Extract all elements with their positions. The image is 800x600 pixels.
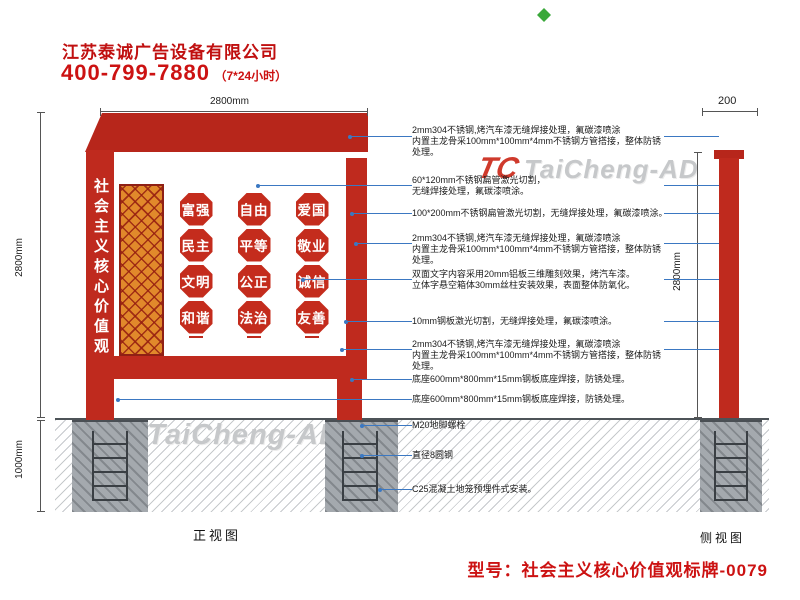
sign-top-beam [85,113,368,152]
decorative-lattice-panel [119,184,164,356]
leader-line [350,377,412,382]
anchor-bolt-cage [92,431,128,501]
value-badge-label: 爱国 [295,192,329,226]
side-view-label: 侧视图 [700,531,746,545]
dimension-line-top-width [100,107,368,116]
value-badge-octagon: 富强 [177,190,215,228]
value-badge-octagon: 和谐 [177,298,215,336]
dimension-line-side-height [693,152,702,418]
leader-line [664,321,719,322]
leader-line [256,183,412,188]
model-number: 型号：社会主义核心价值观标牌-0079 [467,561,768,580]
watermark-text: TaiCheng-AD [147,419,341,451]
value-badge-label: 民主 [179,228,213,262]
leader-line [664,213,719,214]
leader-line [664,279,719,280]
dim-side-height-label: 2800mm [672,252,683,291]
leader-line [664,136,719,137]
company-name: 江苏泰诚广告设备有限公司 [62,43,278,62]
value-badge-octagon: 诚信 [293,262,331,300]
leader-line [301,277,412,282]
value-badge-label: 文明 [179,264,213,298]
value-badge-octagon: 自由 [235,190,273,228]
watermark-center: TC TaiCheng-AD [475,152,699,186]
annotation-text: 10mm钢板激光切割，无缝焊接处理，氟碳漆喷涂。 [412,316,618,326]
dim-front-height-label: 2800mm [14,238,25,277]
dim-foundation-depth-label: 1000mm [14,440,25,479]
value-badge-label: 和谐 [179,300,213,334]
ground-hatch [55,420,769,512]
value-badge-label: 法治 [237,300,271,334]
ground-line [55,418,769,420]
dimension-line-foundation-depth [36,420,45,512]
value-badge-octagon: 法治 [235,298,273,336]
value-badge-label: 平等 [237,228,271,262]
leader-line [340,347,412,352]
contact-row: 400-799-7880 （7*24小时） [61,60,287,86]
value-badge-label: 友善 [295,300,329,334]
leader-line [344,319,412,324]
annotation-text: C25混凝土地笼预埋件式安装。 [412,484,537,494]
annotation-text: 底座600mm*800mm*15mm钢板底座焊接，防锈处理。 [412,394,631,404]
service-hours: （7*24小时） [214,69,288,83]
value-badge-octagon: 敬业 [293,226,331,264]
leader-line [664,243,719,244]
phone-number: 400-799-7880 [61,60,211,85]
leader-line [664,185,719,186]
value-badge-octagon: 公正 [235,262,273,300]
value-badge-octagon: 友善 [293,298,331,336]
annotation-text: M20地脚螺栓 [412,420,466,430]
leader-line [378,487,412,492]
leader-line [360,423,412,428]
value-badge-octagon: 爱国 [293,190,331,228]
leader-line [664,349,719,350]
value-badge-octagon: 民主 [177,226,215,264]
value-badge-label: 富强 [179,192,213,226]
dim-side-width-label: 200 [718,95,737,107]
watermark-text: TaiCheng-AD [524,153,699,184]
side-pole [719,158,739,418]
annotation-text: 60*120mm不锈钢扁管激光切割， 无缝焊接处理，氟碳漆喷涂。 [412,175,546,196]
sign-right-leg [337,379,362,421]
dimension-line-front-height [36,112,45,418]
annotation-text: 2mm304不锈钢,烤汽车漆无缝焊接处理，氟碳漆喷涂 内置主龙骨采100mm*1… [412,233,662,265]
annotation-text: 底座600mm*800mm*15mm钢板底座焊接，防锈处理。 [412,374,631,384]
front-view-label: 正视图 [193,528,242,543]
side-pole-cap [714,150,744,159]
value-badge-octagon: 平等 [235,226,273,264]
annotation-text: 100*200mm不锈钢扁管激光切割，无缝焊接处理，氟碳漆喷涂。 [412,208,668,218]
green-mark-icon [537,8,551,22]
leader-line [348,134,412,139]
value-badge-octagon: 文明 [177,262,215,300]
leader-line [354,241,412,246]
annotation-text: 直径8圆钢 [412,450,454,460]
value-badge-label: 敬业 [295,228,329,262]
anchor-bolt-cage [342,431,378,501]
dim-top-width-label: 2800mm [210,96,249,107]
value-badge-label: 自由 [237,192,271,226]
annotation-text: 2mm304不锈钢,烤汽车漆无缝焊接处理，氟碳漆喷涂 内置主龙骨采100mm*1… [412,125,662,157]
annotation-text: 2mm304不锈钢,烤汽车漆无缝焊接处理，氟碳漆喷涂 内置主龙骨采100mm*1… [412,339,662,371]
value-badge-label: 公正 [237,264,271,298]
sign-right-bar [346,158,367,379]
leader-line [116,397,412,402]
leader-line [360,453,412,458]
watermark-bottom: TC TaiCheng-AD [92,416,341,455]
anchor-bolt-cage [714,431,748,501]
sign-vertical-title: 社会主义核心价值观 [92,178,109,358]
dimension-line-side-width [702,107,758,116]
annotation-text: 双面文字内容采用20mm铝板三维雕刻效果，烤汽车漆。 立体字悬空箱体30mm丝柱… [412,269,636,290]
leader-line [350,211,412,216]
sign-bottom-beam [86,356,367,379]
